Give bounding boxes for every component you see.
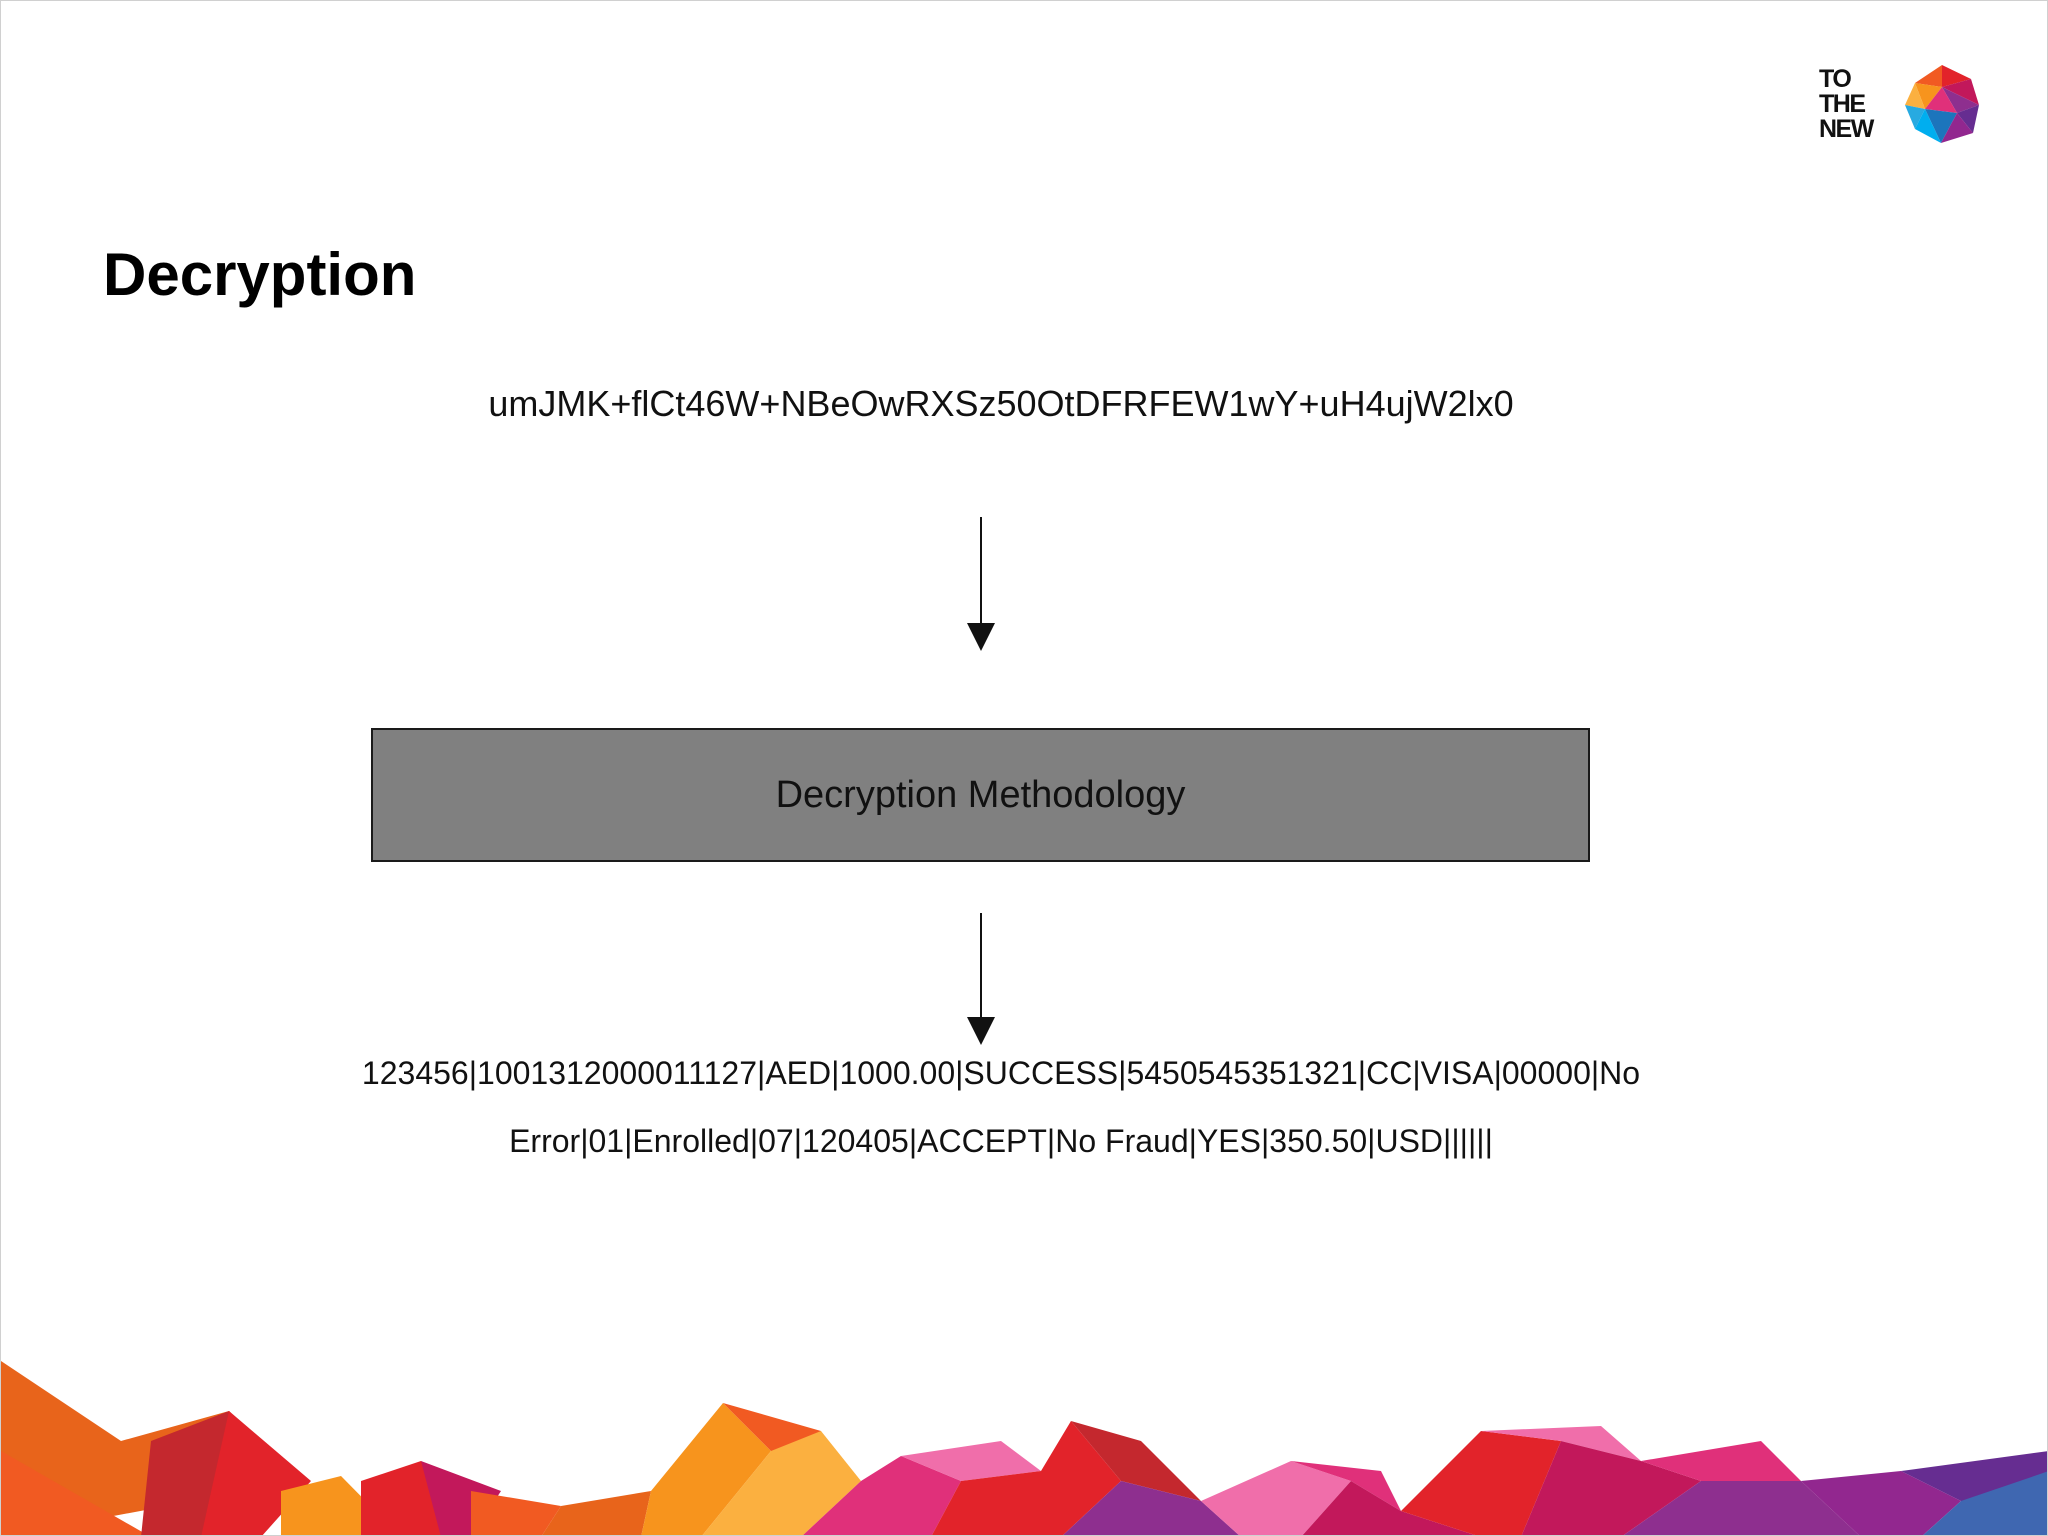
logo-word-2: THE [1819,90,1866,118]
decorative-mountains [1,1361,2047,1535]
logo-word-3: NEW [1819,115,1874,143]
arrow-cipher-to-method [967,517,995,651]
plain-text-line-2: Error|01|Enrolled|07|120405|ACCEPT|No Fr… [509,1123,1493,1159]
gem-logo-icon [1905,65,1979,143]
arrow-method-to-plain [967,913,995,1045]
logo-wordmark: TO THE NEW [1819,67,1897,142]
decryption-method-box: Decryption Methodology [371,728,1590,862]
logo-word-1: TO [1819,65,1852,93]
plain-text-line-1: 123456|1001312000011127|AED|1000.00|SUCC… [361,1055,1641,1091]
method-label: Decryption Methodology [775,773,1186,816]
slide-title: Decryption [103,241,417,308]
company-logo: TO THE NEW [1819,65,1979,149]
cipher-text: umJMK+flCt46W+NBeOwRXSz50OtDFRFEW1wY+uH4… [488,383,1514,424]
